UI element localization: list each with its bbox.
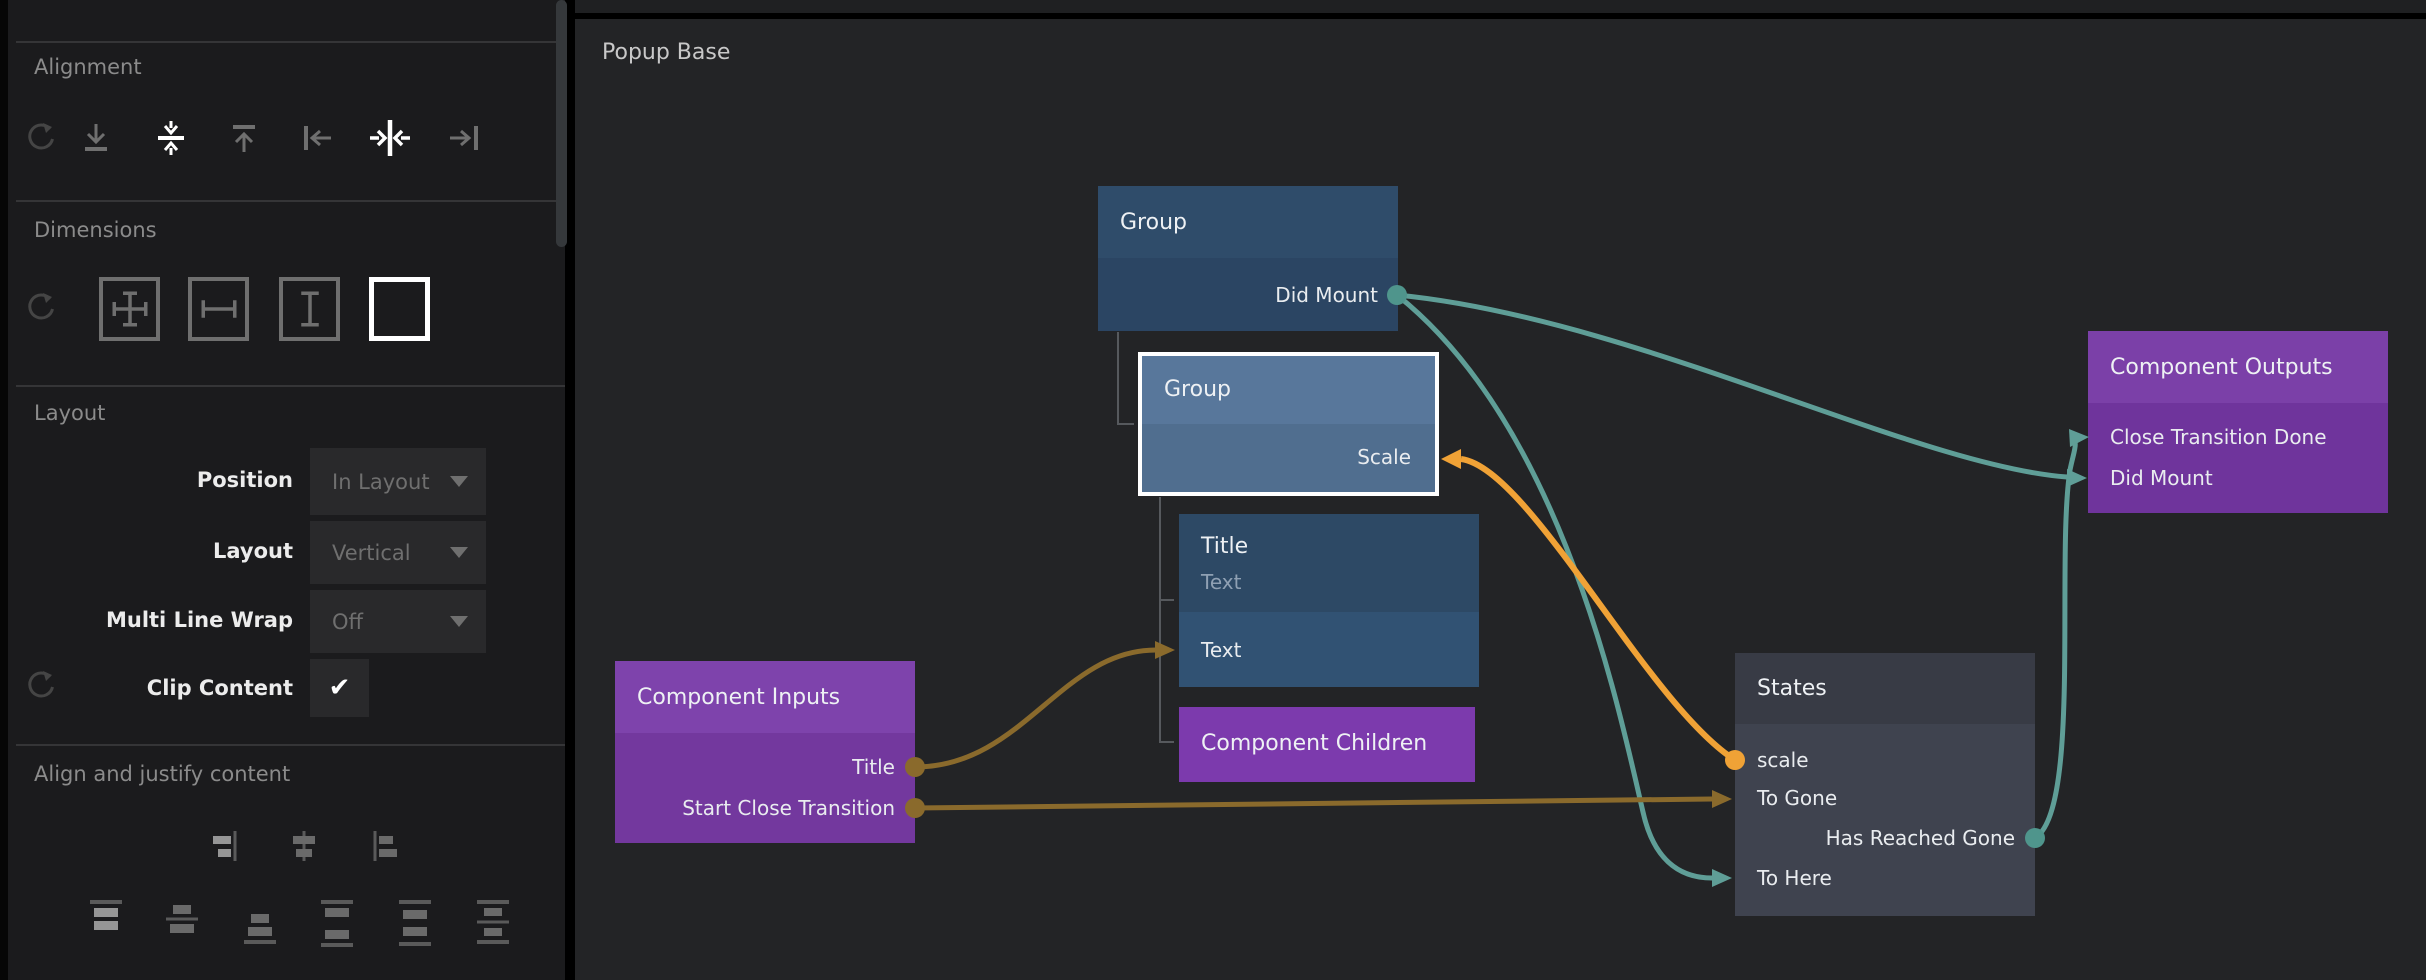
arrowhead-icon [1712,869,1732,887]
size-width-icon[interactable] [188,277,249,341]
position-dropdown[interactable]: In Layout [310,448,486,515]
divider [16,385,565,387]
size-none-icon[interactable] [369,277,430,341]
port-did-mount[interactable]: Did Mount [1275,283,1378,307]
node-title: Title [1201,534,1249,559]
reset-icon[interactable] [23,290,59,330]
arrowhead-icon [2067,469,2087,487]
align-content-center-icon[interactable] [290,827,318,869]
node-group[interactable]: Group Did Mount [1098,186,1398,331]
position-label: Position [196,468,293,492]
node-group-selected[interactable]: Group Scale [1138,352,1439,496]
multi-line-wrap-value: Off [332,609,363,634]
align-right-icon[interactable] [446,120,482,160]
arrowhead-icon [1155,641,1175,659]
port-to-gone[interactable]: To Gone [1757,786,1838,810]
chevron-down-icon [450,616,468,627]
component-breadcrumb[interactable]: Popup Base [602,40,731,65]
node-title-text[interactable]: Title Text Text [1179,514,1479,687]
size-width-height-icon[interactable] [99,277,160,341]
node-title: Component Outputs [2110,355,2333,380]
connection-title-to-text [914,647,1157,770]
connection-reachedgone-to-closedone [2033,436,2078,841]
node-states[interactable]: States scale To Gone Has Reached Gone To… [1735,653,2035,916]
connection-startclose-to-gone [914,796,1713,811]
justify-space-around-icon[interactable] [396,897,434,953]
alignment-section-label: Alignment [34,55,142,79]
node-header [1098,186,1398,258]
justify-space-evenly-icon[interactable] [474,897,512,953]
node-title: Group [1120,210,1187,235]
node-component-inputs[interactable]: Component Inputs Title Start Close Trans… [615,661,915,843]
connection-didmount-to-output [1396,292,2068,480]
arrowhead-icon [1712,790,1732,808]
reset-icon[interactable] [23,668,59,708]
hierarchy-line [1117,332,1134,425]
arrowhead-icon [2069,429,2089,447]
layout-dropdown[interactable]: Vertical [310,521,486,584]
clip-content-label: Clip Content [146,676,293,700]
chevron-down-icon [450,547,468,558]
node-header [1179,514,1479,612]
port-scale[interactable]: Scale [1357,445,1411,469]
justify-end-icon[interactable] [241,897,279,953]
node-header [2088,331,2388,403]
node-header [1735,653,2035,724]
layout-section-label: Layout [34,401,106,425]
node-component-outputs[interactable]: Component Outputs Close Transition Done … [2088,331,2388,513]
port-scale-output[interactable]: scale [1757,748,1809,772]
node-header [615,661,915,733]
port-title[interactable]: Title [852,755,895,779]
justify-space-between-icon[interactable] [318,897,356,953]
node-header [1142,356,1435,424]
node-title: Component Inputs [637,685,841,710]
port-did-mount-output[interactable]: Did Mount [2110,466,2213,490]
chevron-down-icon [450,476,468,487]
port-start-close-transition[interactable]: Start Close Transition [682,796,895,820]
layout-label: Layout [212,539,293,563]
divider [16,744,565,746]
properties-sidebar: Alignment Dimensions [0,0,567,980]
size-height-icon[interactable] [279,277,340,341]
canvas-top-strip [575,0,2426,13]
checkmark-icon: ✔ [328,673,351,703]
divider [16,41,565,43]
port-text[interactable]: Text [1201,638,1242,662]
justify-start-icon[interactable] [87,897,125,953]
position-value: In Layout [332,469,430,494]
connection-scale [1460,456,1737,763]
port-has-reached-gone[interactable]: Has Reached Gone [1825,826,2015,850]
align-horizontal-center-icon[interactable] [368,116,412,164]
node-title: Component Children [1201,731,1428,756]
sidebar-scrollbar[interactable] [556,0,567,247]
dimensions-section-label: Dimensions [34,218,157,242]
multi-line-wrap-label: Multi Line Wrap [105,608,293,632]
align-bottom-icon[interactable] [78,120,114,160]
canvas-top-border [575,13,2426,19]
port-close-transition-done[interactable]: Close Transition Done [2110,425,2327,449]
align-justify-section-label: Align and justify content [34,762,291,786]
reset-icon[interactable] [23,120,59,160]
layout-value: Vertical [332,540,411,565]
justify-center-icon[interactable] [163,897,201,953]
align-left-icon[interactable] [300,120,336,160]
align-content-right-icon[interactable] [211,827,239,869]
node-type-label: Text [1201,570,1242,594]
clip-content-checkbox[interactable]: ✔ [310,659,369,717]
port-to-here[interactable]: To Here [1757,866,1832,890]
divider [16,200,565,202]
align-top-icon[interactable] [226,120,262,160]
node-component-children[interactable]: Component Children [1179,707,1475,782]
hierarchy-line [1159,497,1174,743]
node-title: States [1757,676,1827,701]
align-content-left-icon[interactable] [371,827,399,869]
align-vertical-center-icon[interactable] [153,120,189,160]
multi-line-wrap-dropdown[interactable]: Off [310,590,486,653]
arrowhead-icon [1441,449,1461,469]
node-title: Group [1164,377,1231,402]
node-graph-canvas[interactable]: Popup Base Group Did Mount Group Scale T… [575,0,2426,980]
